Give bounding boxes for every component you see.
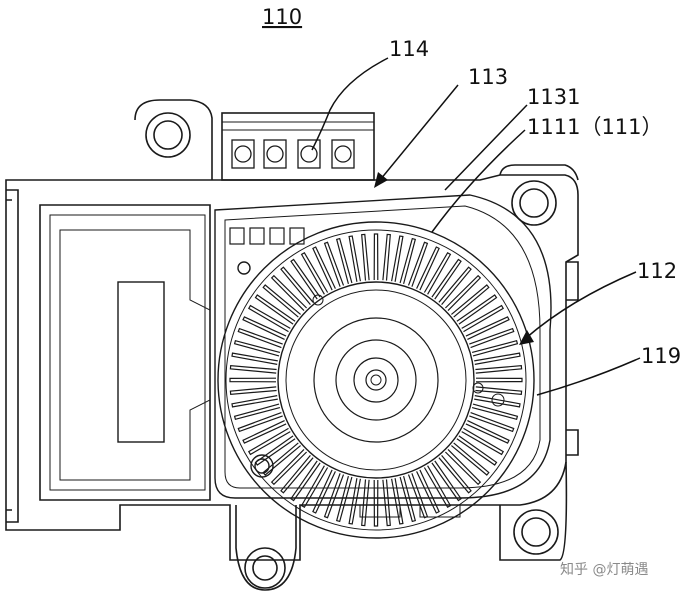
gear-tooth — [270, 274, 308, 312]
gear-tooth — [361, 479, 370, 527]
gear-tooth — [474, 352, 521, 365]
gear-tooth — [451, 442, 490, 476]
gear-tooth — [474, 395, 521, 408]
gear-tooth — [323, 473, 345, 519]
gear-tooth — [456, 435, 498, 466]
gear-tooth — [290, 258, 321, 300]
gear-tooth — [456, 294, 498, 325]
gear-tooth — [348, 478, 361, 525]
gear-tooth — [469, 327, 515, 349]
gear-tooth — [444, 448, 482, 486]
gear-tooth — [312, 246, 336, 291]
gear-tooth — [475, 386, 523, 395]
gear-tooth — [233, 339, 281, 357]
label-119: 119 — [641, 344, 681, 368]
gear-tooth — [237, 327, 283, 349]
gear-tooth — [312, 469, 336, 514]
gear-tooth — [431, 460, 462, 502]
leader-114 — [311, 57, 389, 151]
gear-tooth — [391, 235, 404, 282]
gear-tooth — [300, 251, 329, 295]
gear-tooth — [469, 411, 515, 433]
gear-tooth — [233, 403, 281, 421]
gear-tooth — [399, 475, 417, 523]
gear-tooth — [407, 241, 429, 287]
gear-tooth — [475, 377, 523, 383]
gear-tooth — [361, 233, 370, 281]
gear-tooth — [407, 473, 429, 519]
gear-tooth — [335, 475, 353, 523]
gear-tooth — [290, 460, 321, 502]
gear-tooth — [231, 352, 278, 365]
gear-tooth — [423, 465, 452, 509]
gear-tooth — [391, 478, 404, 525]
leader-lines — [311, 57, 641, 396]
gear-tooth — [280, 266, 314, 305]
watermark-text: 知乎 @灯萌遇 — [560, 561, 648, 578]
gear-tooth — [461, 304, 505, 333]
gear-tooth — [348, 235, 361, 282]
gear-tooth — [471, 339, 519, 357]
gear-tooth — [335, 237, 353, 285]
arrowhead-113 — [374, 172, 388, 188]
gear-tooth — [431, 258, 462, 300]
arrow-heads — [374, 172, 534, 345]
gear-chamber — [214, 194, 552, 499]
housing-outline — [5, 99, 579, 591]
connector-114 — [221, 112, 375, 181]
gear-tooth — [242, 316, 287, 340]
label-1131: 1131 — [527, 85, 580, 109]
gear-teeth — [229, 233, 523, 527]
gear-tooth — [382, 233, 391, 281]
leader-112 — [525, 271, 637, 339]
leader-113 — [379, 84, 459, 181]
gear-tooth — [300, 465, 329, 509]
gear-tooth — [416, 469, 440, 514]
gear-tooth — [416, 246, 440, 291]
gear-tooth — [247, 304, 291, 333]
leader-1111 — [431, 129, 526, 233]
gear-tooth — [465, 420, 510, 444]
gear-tooth — [262, 442, 301, 476]
connector-pins — [231, 139, 355, 169]
gear-tooth — [262, 284, 301, 318]
gear-tooth — [438, 266, 472, 305]
gear-tooth — [438, 455, 472, 494]
gear-tooth — [382, 479, 391, 527]
gear-tooth — [465, 316, 510, 340]
gear-tooth — [237, 411, 283, 433]
gear-tooth — [373, 479, 379, 527]
label-1111-111: 1111（111） — [527, 115, 663, 139]
label-113: 113 — [468, 65, 508, 89]
leader-119 — [536, 357, 641, 396]
gear-tooth — [323, 241, 345, 287]
gear-tooth — [254, 294, 296, 325]
label-112: 112 — [637, 259, 677, 283]
leader-1131 — [444, 104, 528, 191]
gear-tooth — [373, 233, 379, 281]
gear-tooth — [461, 427, 505, 456]
gear-tooth — [229, 386, 277, 395]
gear-tooth — [423, 251, 452, 295]
gear-tooth — [471, 403, 519, 421]
gear-tooth — [242, 420, 287, 444]
gear-assembly — [217, 221, 535, 539]
arrowhead-112 — [519, 330, 534, 345]
gear-tooth — [254, 435, 296, 466]
gear-tooth — [399, 237, 417, 285]
gear-tooth — [270, 448, 308, 486]
gear-tooth — [231, 395, 278, 408]
label-114: 114 — [389, 37, 429, 61]
gear-tooth — [475, 365, 523, 374]
figure-title: 110 — [262, 5, 302, 29]
gear-tooth — [229, 377, 277, 383]
gear-tooth — [280, 455, 314, 494]
gear-tooth — [451, 284, 490, 318]
gear-tooth — [229, 365, 277, 374]
gear-tooth — [247, 427, 291, 456]
gear-tooth — [444, 274, 482, 312]
